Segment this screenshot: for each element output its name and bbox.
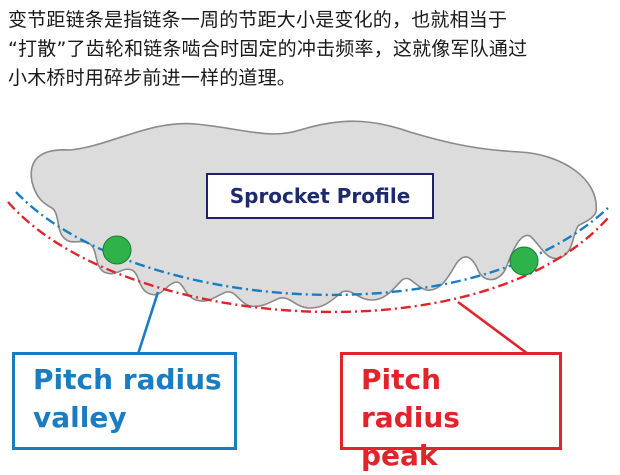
peak-leader-line bbox=[457, 300, 529, 356]
valley-leader-line bbox=[136, 291, 160, 355]
caption-line-1: 变节距链条是指链条一周的节距大小是变化的，也就相当于 bbox=[8, 9, 508, 31]
sprocket-profile-text: Sprocket Profile bbox=[229, 184, 411, 208]
caption-line-2: “打散”了齿轮和链条啮合时固定的冲击频率，这就像军队通过 bbox=[8, 38, 528, 60]
peak-label-line-1: Pitch radius bbox=[361, 363, 460, 434]
sprocket-profile-label: Sprocket Profile bbox=[206, 173, 434, 219]
pitch-radius-peak-box: Pitch radius peak bbox=[340, 352, 562, 472]
caption-text: 变节距链条是指链条一周的节距大小是变化的，也就相当于 “打散”了齿轮和链条啮合时… bbox=[8, 6, 614, 93]
valley-label-line-2: valley bbox=[33, 401, 127, 434]
peak-label-line-2: peak bbox=[361, 439, 438, 472]
caption-line-3: 小木桥时用碎步前进一样的道理。 bbox=[8, 67, 297, 89]
pitch-radius-peak-line bbox=[7, 201, 609, 314]
pitch-radius-valley-box: Pitch radius valley bbox=[12, 352, 237, 450]
roller-left bbox=[102, 235, 132, 265]
valley-label-line-1: Pitch radius bbox=[33, 363, 222, 396]
roller-right bbox=[509, 246, 539, 276]
